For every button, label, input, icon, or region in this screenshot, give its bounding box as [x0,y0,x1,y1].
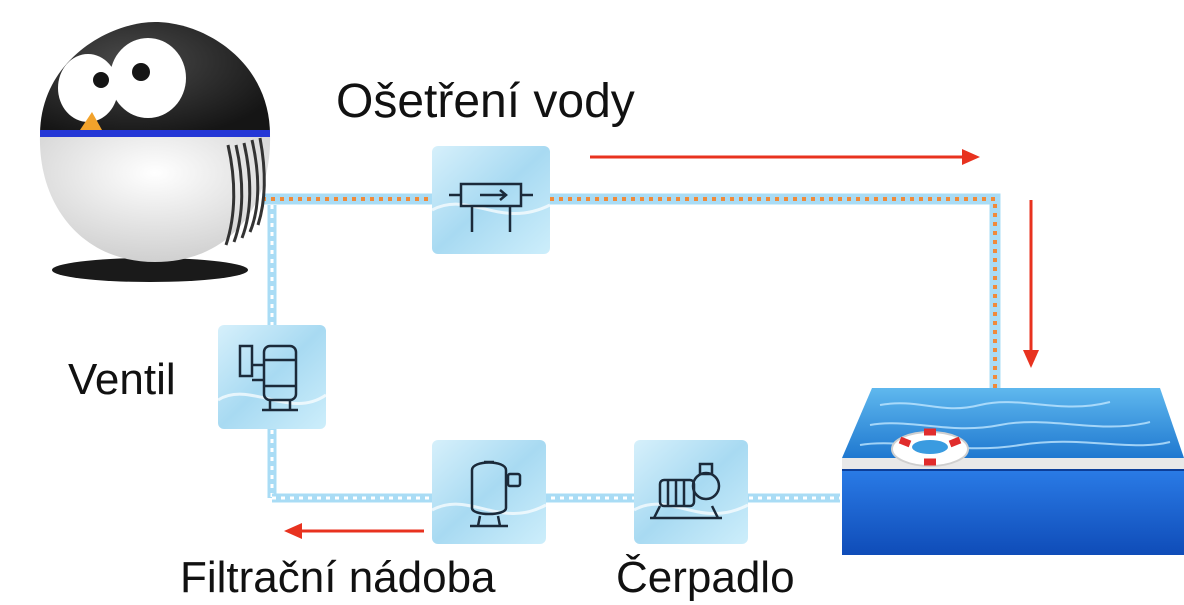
water-treatment-label: Ošetření vody [336,75,635,128]
pump-tile [633,440,749,544]
filter-tank-tile [431,440,547,544]
filter-tank-label: Filtrační nádoba [180,553,496,602]
valve-tile [217,325,327,429]
pump-label: Čerpadlo [616,553,795,602]
flow-arrow-down [1023,200,1039,368]
chlorinator-icon [449,182,533,232]
flow-arrows [284,149,1039,539]
flow-arrow-left [284,523,424,539]
valve-label: Ventil [68,355,176,404]
pool-icon [842,388,1184,555]
heat-pump-penguin-icon [39,22,271,282]
valve-icon [238,344,298,412]
lifebuoy-icon [891,428,969,467]
chlorinator-tile [431,146,551,254]
pump-icon [650,462,722,520]
sand-filter-icon [470,460,522,528]
flow-arrow-right [590,149,980,165]
